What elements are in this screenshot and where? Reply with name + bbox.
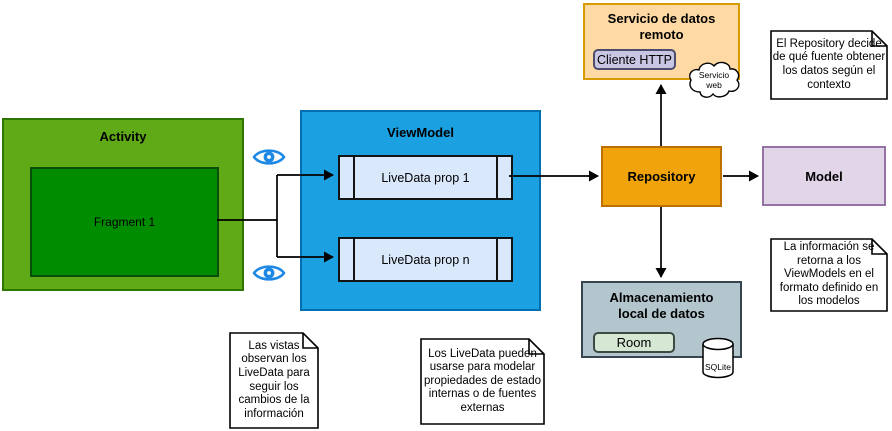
remote-service-title: Servicio de datos remoto — [607, 11, 716, 42]
note-views: Las vistas observan los LiveData para se… — [229, 332, 319, 429]
livedata-prop-1: LiveData prop 1 — [338, 155, 513, 200]
eye-icon-bottom — [252, 262, 286, 284]
model-label: Model — [805, 168, 843, 184]
http-client-node: Cliente HTTP — [593, 49, 676, 70]
note-livedata-text: Los LiveData pueden usarse para modelar … — [423, 347, 541, 414]
process-bar-right — [496, 157, 498, 198]
livedata-prop-1-label: LiveData prop 1 — [381, 170, 470, 185]
http-client-label: Cliente HTTP — [596, 52, 673, 67]
process-bar-left — [353, 157, 355, 198]
note-views-text: Las vistas observan los LiveData para se… — [238, 339, 310, 420]
note-repository-text: El Repository decide de qué fuente obten… — [772, 37, 886, 91]
activity-title: Activity — [99, 129, 147, 144]
repository-box: Repository — [601, 146, 722, 207]
local-storage-title: Almacenamiento local de datos — [609, 290, 714, 321]
sqlite-database: SQLite — [701, 337, 735, 379]
note-model: La información se retorna a los ViewMode… — [770, 238, 888, 312]
fragment-label: Fragment 1 — [93, 215, 156, 229]
note-repository: El Repository decide de qué fuente obten… — [770, 30, 888, 100]
model-box: Model — [762, 146, 886, 206]
cloud-icon — [689, 61, 740, 98]
sqlite-label: SQLite — [705, 362, 731, 372]
process-bar-right — [496, 239, 498, 280]
web-service-cloud: Servicio web — [686, 60, 742, 102]
livedata-prop-n: LiveData prop n — [338, 237, 513, 282]
note-model-text: La información se retorna a los ViewMode… — [779, 241, 879, 308]
room-label: Room — [616, 335, 652, 350]
fragment-box: Fragment 1 — [30, 167, 219, 277]
eye-icon-top — [252, 146, 286, 168]
database-cylinder-icon — [702, 337, 734, 379]
note-livedata: Los LiveData pueden usarse para modelar … — [420, 338, 545, 425]
repository-label: Repository — [627, 169, 696, 184]
viewmodel-title: ViewModel — [387, 125, 454, 140]
viewmodel-box: ViewModel LiveData prop 1 LiveData prop … — [300, 110, 541, 311]
room-node: Room — [593, 332, 675, 353]
activity-box: Activity Fragment 1 — [2, 118, 244, 291]
web-service-label: Servicio web — [698, 70, 730, 90]
process-bar-left — [353, 239, 355, 280]
livedata-prop-n-label: LiveData prop n — [381, 252, 470, 267]
